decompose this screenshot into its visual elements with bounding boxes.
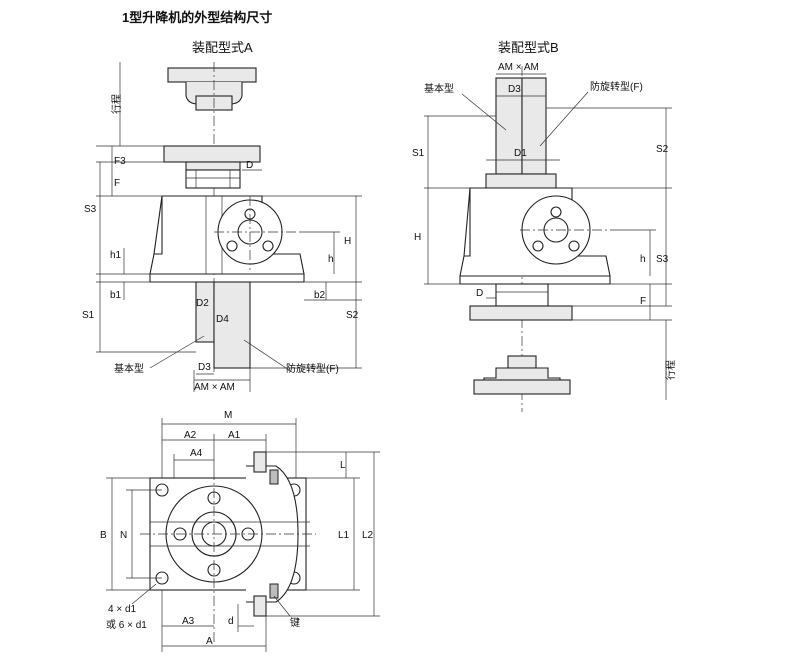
plan-dim-d: d — [228, 616, 234, 627]
view-a-bearing — [185, 169, 241, 189]
view-a-dim-b1: b1 — [110, 290, 122, 301]
view-b-dim-h: H — [414, 232, 421, 243]
view-b-heading: 装配型式B — [498, 40, 559, 55]
view-b-dim-am: AM × AM — [498, 62, 539, 73]
view-a-dim-f3: F3 — [114, 156, 126, 167]
view-a-dim-s2: S2 — [346, 310, 359, 321]
view-a-heading: 装配型式A — [192, 40, 253, 55]
view-a-travel-label: 行程 — [110, 94, 123, 114]
view-b-dim-s1: S1 — [412, 148, 425, 159]
plan-key-label: 键 — [290, 616, 300, 629]
view-b-nut-neck — [507, 355, 537, 369]
view-b-dim-f: F — [640, 296, 646, 307]
plan-view: M A2 A1 A4 — [100, 410, 380, 652]
view-b-cap — [485, 173, 557, 189]
view-a-dim-d3: D3 — [198, 362, 211, 373]
plan-dim-a2: A2 — [184, 430, 197, 441]
view-b-bearing — [495, 283, 549, 307]
view-a-anti-rotation-label: 防旋转型(F) — [286, 362, 339, 375]
view-a-dim-s1: S1 — [82, 310, 95, 321]
view-a-dim-d2: D2 — [196, 298, 209, 309]
view-b-dim-d3: D3 — [508, 84, 521, 95]
view-b-plate-lower — [473, 379, 571, 395]
view-b-dim-d1: D1 — [514, 148, 527, 159]
view-b-screw-base — [495, 77, 523, 175]
view-a-dim-h-lower: h — [328, 254, 334, 265]
view-a-dim-am: AM × AM — [194, 382, 235, 393]
view-a-dim-h1: h1 — [110, 250, 122, 261]
view-a-dim-b2: b2 — [314, 290, 326, 301]
plan-dim-n: N — [120, 530, 127, 541]
plan-dim-l: L — [340, 460, 346, 471]
view-b-dim-d: D — [476, 288, 483, 299]
plan-hole-count-6: 或 6 × d1 — [106, 619, 147, 631]
view-a-dim-d4: D4 — [216, 314, 229, 325]
view-b-travel-label: 行程 — [664, 360, 677, 380]
plan-worm-shaft-bottom — [253, 595, 267, 617]
view-a: 装配型式A — [82, 40, 362, 393]
plan-dim-a1: A1 — [228, 430, 241, 441]
plan-dim-l1: L1 — [338, 530, 350, 541]
plan-dim-a3: A3 — [182, 616, 195, 627]
view-a-base-type-label: 基本型 — [114, 362, 144, 375]
view-b: 装配型式B AM × AM D3 D1 基本型 防旋转型(F) — [412, 40, 677, 412]
view-b-dim-s3: S3 — [656, 254, 669, 265]
view-a-screw-base — [195, 281, 215, 343]
view-a-dim-h-upper: H — [344, 236, 351, 247]
view-a-plate-boss — [185, 161, 241, 171]
plan-hole-count-4: 4 × d1 — [108, 604, 137, 615]
plan-dim-a4: A4 — [190, 448, 203, 459]
view-b-protection-tube — [521, 77, 547, 175]
page-title: 1型升降机的外型结构尺寸 — [122, 10, 272, 25]
view-a-dim-s3: S3 — [84, 204, 97, 215]
view-b-dim-h-small: h — [640, 254, 646, 265]
view-a-protection-tube — [213, 281, 251, 369]
plan-dim-b: B — [100, 530, 107, 541]
view-a-dim-f: F — [114, 178, 120, 189]
view-a-dim-d: D — [246, 160, 253, 171]
plan-worm-shaft-top — [253, 451, 267, 473]
plan-dim-l2: L2 — [362, 530, 374, 541]
plan-dim-a: A — [206, 636, 213, 647]
view-b-base-type-label: 基本型 — [424, 82, 454, 95]
view-a-top-plate-upper — [167, 67, 257, 83]
view-b-anti-rotation-label: 防旋转型(F) — [590, 80, 643, 93]
plan-key-bottom — [269, 583, 279, 599]
plan-key-top — [269, 469, 279, 485]
view-b-dim-s2: S2 — [656, 144, 669, 155]
view-b-bottom-plate — [469, 305, 573, 321]
plan-dim-m: M — [224, 410, 232, 421]
